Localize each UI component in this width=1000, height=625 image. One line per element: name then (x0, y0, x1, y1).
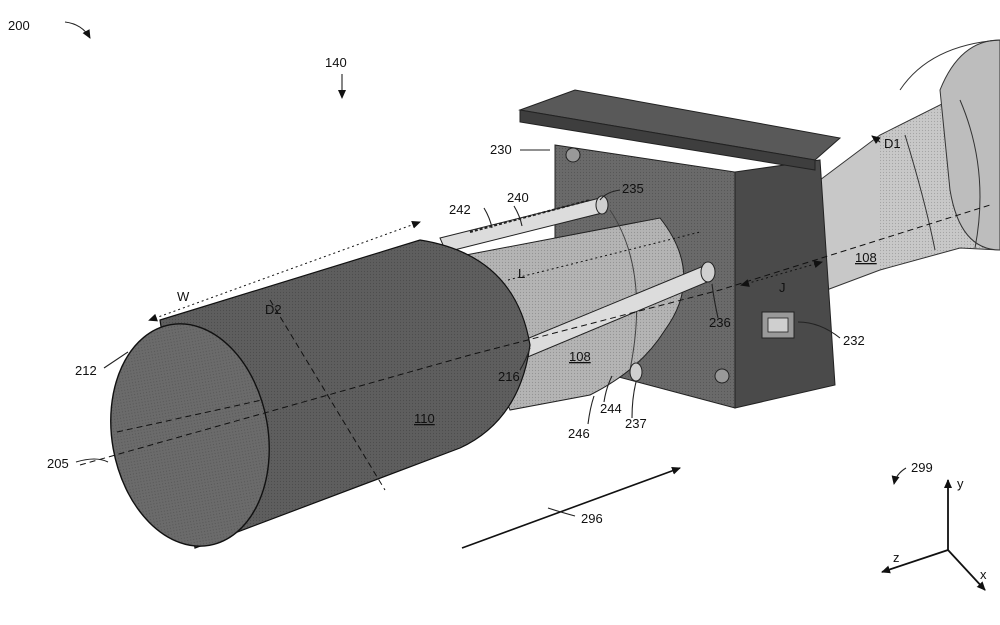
label-axis: 205 (47, 456, 69, 471)
label-part-108-front: 108 (569, 349, 591, 364)
label-part-110: 110 (414, 411, 435, 426)
label-axis-x: x (980, 567, 987, 582)
dim-d2 (269, 299, 386, 491)
motion-arrow (461, 467, 681, 549)
label-rod-end: 236 (709, 315, 731, 330)
coordinate-frame (881, 479, 986, 591)
label-clip: 232 (843, 333, 865, 348)
clip (761, 311, 795, 339)
label-edge-216: 216 (498, 369, 520, 384)
label-dim-j: J (779, 280, 786, 295)
label-bracket: 230 (490, 142, 512, 157)
screw-icon (565, 147, 581, 163)
label-dim-w: W (177, 289, 190, 304)
label-rod-low-body: 246 (568, 426, 590, 441)
label-motion: 296 (581, 511, 603, 526)
center-axis (79, 204, 991, 466)
label-rim: 212 (75, 363, 97, 378)
label-axis-y: y (957, 476, 964, 491)
label-dim-d1: D1 (884, 136, 901, 151)
label-dim-l: L (518, 266, 525, 281)
label-axis-z: z (893, 550, 900, 565)
label-rod-top: 235 (622, 181, 644, 196)
label-fig: 200 (8, 18, 30, 33)
label-part-108-rear: 108 (855, 250, 877, 265)
dim-j (740, 260, 823, 287)
label-thread: 242 (449, 202, 471, 217)
label-assembly: 140 (325, 55, 347, 70)
screw-icon (714, 368, 730, 384)
thread (469, 199, 591, 233)
label-rod-low: 244 (600, 401, 622, 416)
label-rod-low-end: 237 (625, 416, 647, 431)
rear-pipe (799, 39, 1000, 301)
label-frame: 299 (911, 460, 933, 475)
label-dim-d2: D2 (265, 302, 282, 317)
label-rod-top-end: 240 (507, 190, 529, 205)
